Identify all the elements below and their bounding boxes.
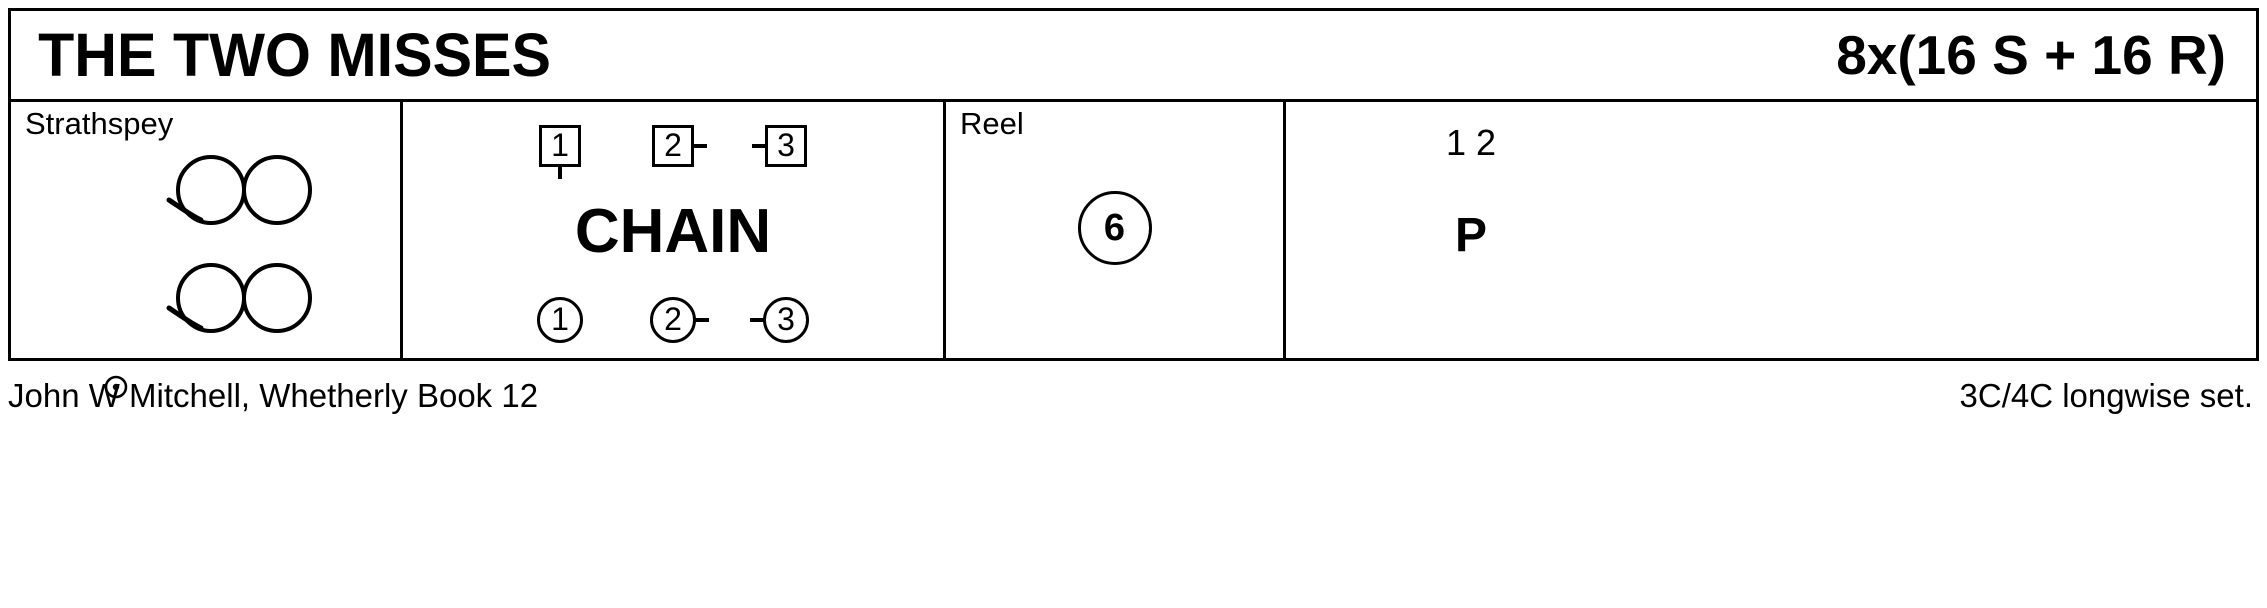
man-token-1: 1 [539,125,581,179]
panel-reel: Reel 6 [943,102,1283,361]
lady-token-2-label: 2 [664,301,682,337]
figure-of-eight-icon-top [159,154,329,226]
panel-chain: 1 2 3 [400,102,943,361]
crib-frame: THE TWO MISSES 8x(16 S + 16 R) Strathspe… [8,8,2259,399]
facing-tick-down [558,164,562,179]
man-token-3: 3 [752,125,807,167]
final-couple-order: 1 2 [1445,122,1497,163]
facing-tick-right [693,318,709,322]
man-token-1-label: 1 [551,127,569,163]
panel-strathspey: Strathspey [11,102,400,399]
panel-label-strathspey: Strathspey [25,106,174,141]
dancer-slot: 2 [617,294,730,346]
footer: John W Mitchell, Whetherly Book 12 3C/4C… [8,372,2259,418]
dancer-slot: 2 [617,120,730,172]
chain-move-label: CHAIN [574,197,772,266]
men-row: 1 2 3 [403,120,943,179]
bar-count-badge: 6 [1077,191,1152,265]
facing-tick-left [750,318,766,322]
dancer-slot: 3 [730,120,843,172]
figure-of-eight-icon-bottom [159,262,329,334]
bar-count-label: 6 [1103,207,1126,249]
circled-dot-icon [103,374,129,400]
dance-structure: 8x(16 S + 16 R) [1836,23,2226,86]
dancer-slot: 1 [504,294,617,346]
ladies-row: 1 2 3 [403,294,943,346]
lady-token-3: 3 [750,297,809,343]
deviser-and-source: John W Mitchell, Whetherly Book 12 [8,376,539,414]
set-formation: 3C/4C longwise set. [1959,376,2253,414]
lady-token-3-label: 3 [777,301,795,337]
man-token-3-label: 3 [777,127,795,163]
lady-token-1-label: 1 [551,301,569,337]
man-token-2: 2 [652,125,707,167]
panel-final-order: 1 2 P [1283,102,1656,361]
title-bar: THE TWO MISSES 8x(16 S + 16 R) [11,11,2256,102]
lady-token-1: 1 [537,297,583,343]
figure-panels: Strathspey [11,102,2256,399]
dancer-slot: 3 [730,294,843,346]
facing-tick-left [752,144,768,148]
lady-token-2: 2 [650,297,709,343]
facing-tick-right [691,144,707,148]
panel-label-reel: Reel [960,106,1024,141]
dancer-slot: 1 [504,120,617,179]
man-token-2-label: 2 [664,127,682,163]
page-title: THE TWO MISSES [38,20,551,89]
progression-code: P [1454,209,1487,262]
